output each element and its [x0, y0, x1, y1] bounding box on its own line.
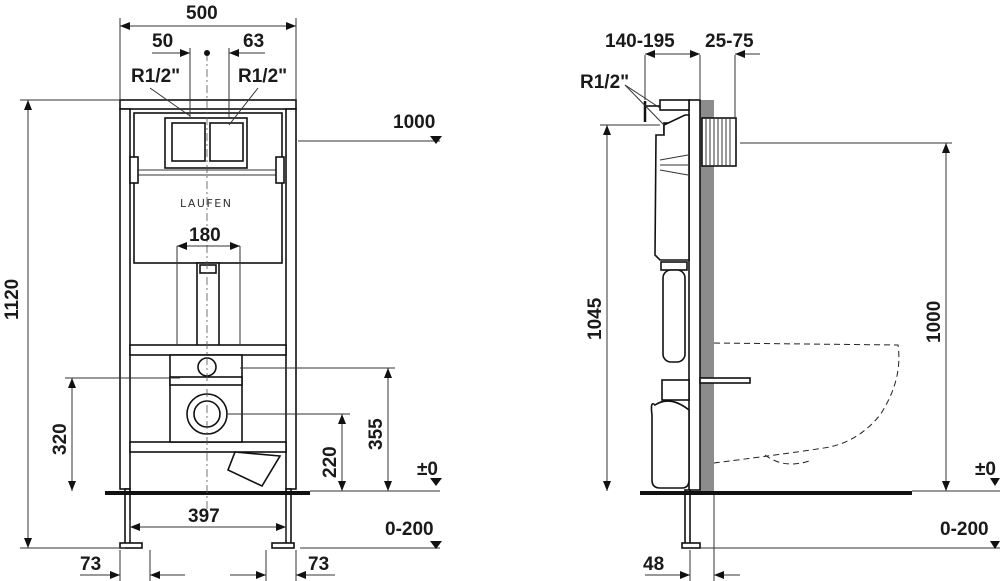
- dim-50: 50: [152, 31, 173, 52]
- zero-level-side: ±0: [975, 459, 996, 480]
- dim-48: 48: [643, 554, 664, 575]
- brand-logo: LAUFEN: [180, 197, 232, 210]
- side-foot: [684, 489, 691, 547]
- front-view: LAUFEN 500 50 63 R1/2" R1/2": [2, 3, 442, 581]
- cistern-side: [654, 114, 690, 261]
- dim-0-200-side: 0-200: [940, 519, 989, 540]
- connection-label-right: R1/2": [238, 66, 287, 87]
- dim-1120: 1120: [2, 279, 23, 320]
- side-view: 140-195 25-75 R1/2" 1045 1000 ±0 0-200 4…: [580, 31, 1000, 581]
- dim-63: 63: [243, 31, 264, 52]
- right-foot-plate: [271, 542, 295, 549]
- frame-side: [688, 99, 701, 491]
- dim-320: 320: [50, 423, 71, 455]
- toilet-bracket: [699, 377, 751, 384]
- flush-stub: [701, 117, 737, 167]
- frame-left-post: [119, 108, 131, 490]
- dim-220: 220: [320, 446, 341, 478]
- zero-level-front: ±0: [417, 459, 438, 480]
- floor-line: [105, 491, 310, 495]
- dim-73-right: 73: [308, 554, 329, 575]
- flush-pipe-side: [662, 269, 686, 363]
- right-foot: [285, 488, 292, 547]
- wall-section: [700, 100, 714, 493]
- connection-label-left: R1/2": [131, 66, 180, 87]
- center-point: [204, 50, 210, 56]
- dim-1000: 1000: [393, 112, 435, 133]
- dim-73-left: 73: [80, 554, 101, 575]
- lower-crossbar: [129, 441, 287, 453]
- cistern-clip-left: [129, 156, 139, 184]
- flush-pipe: [196, 262, 220, 356]
- dim-397: 397: [188, 506, 220, 527]
- dim-140-195: 140-195: [605, 31, 675, 52]
- frame-top-bar: [119, 99, 297, 110]
- left-foot: [124, 488, 131, 547]
- flush-plate-right: [209, 122, 244, 162]
- drain-trap: [650, 400, 690, 489]
- drain-connector: [661, 379, 690, 401]
- drain-elbow: [226, 451, 282, 488]
- cistern-clip-right: [275, 156, 285, 184]
- top-arm: [659, 99, 690, 111]
- dim-180: 180: [189, 225, 221, 246]
- flush-plate-left: [171, 122, 206, 162]
- dim-25-75: 25-75: [705, 31, 754, 52]
- floor-line-side: [640, 491, 912, 495]
- dim-1000-side: 1000: [924, 301, 945, 343]
- connection-label-side: R1/2": [580, 72, 629, 93]
- dim-0-200-front: 0-200: [385, 519, 434, 540]
- dim-1045: 1045: [585, 297, 606, 340]
- dim-500: 500: [186, 3, 218, 24]
- frame-right-post: [285, 108, 297, 490]
- dim-355: 355: [366, 418, 387, 450]
- left-foot-plate: [119, 542, 143, 549]
- toilet-outline: [713, 342, 900, 464]
- upper-crossbar: [129, 344, 287, 356]
